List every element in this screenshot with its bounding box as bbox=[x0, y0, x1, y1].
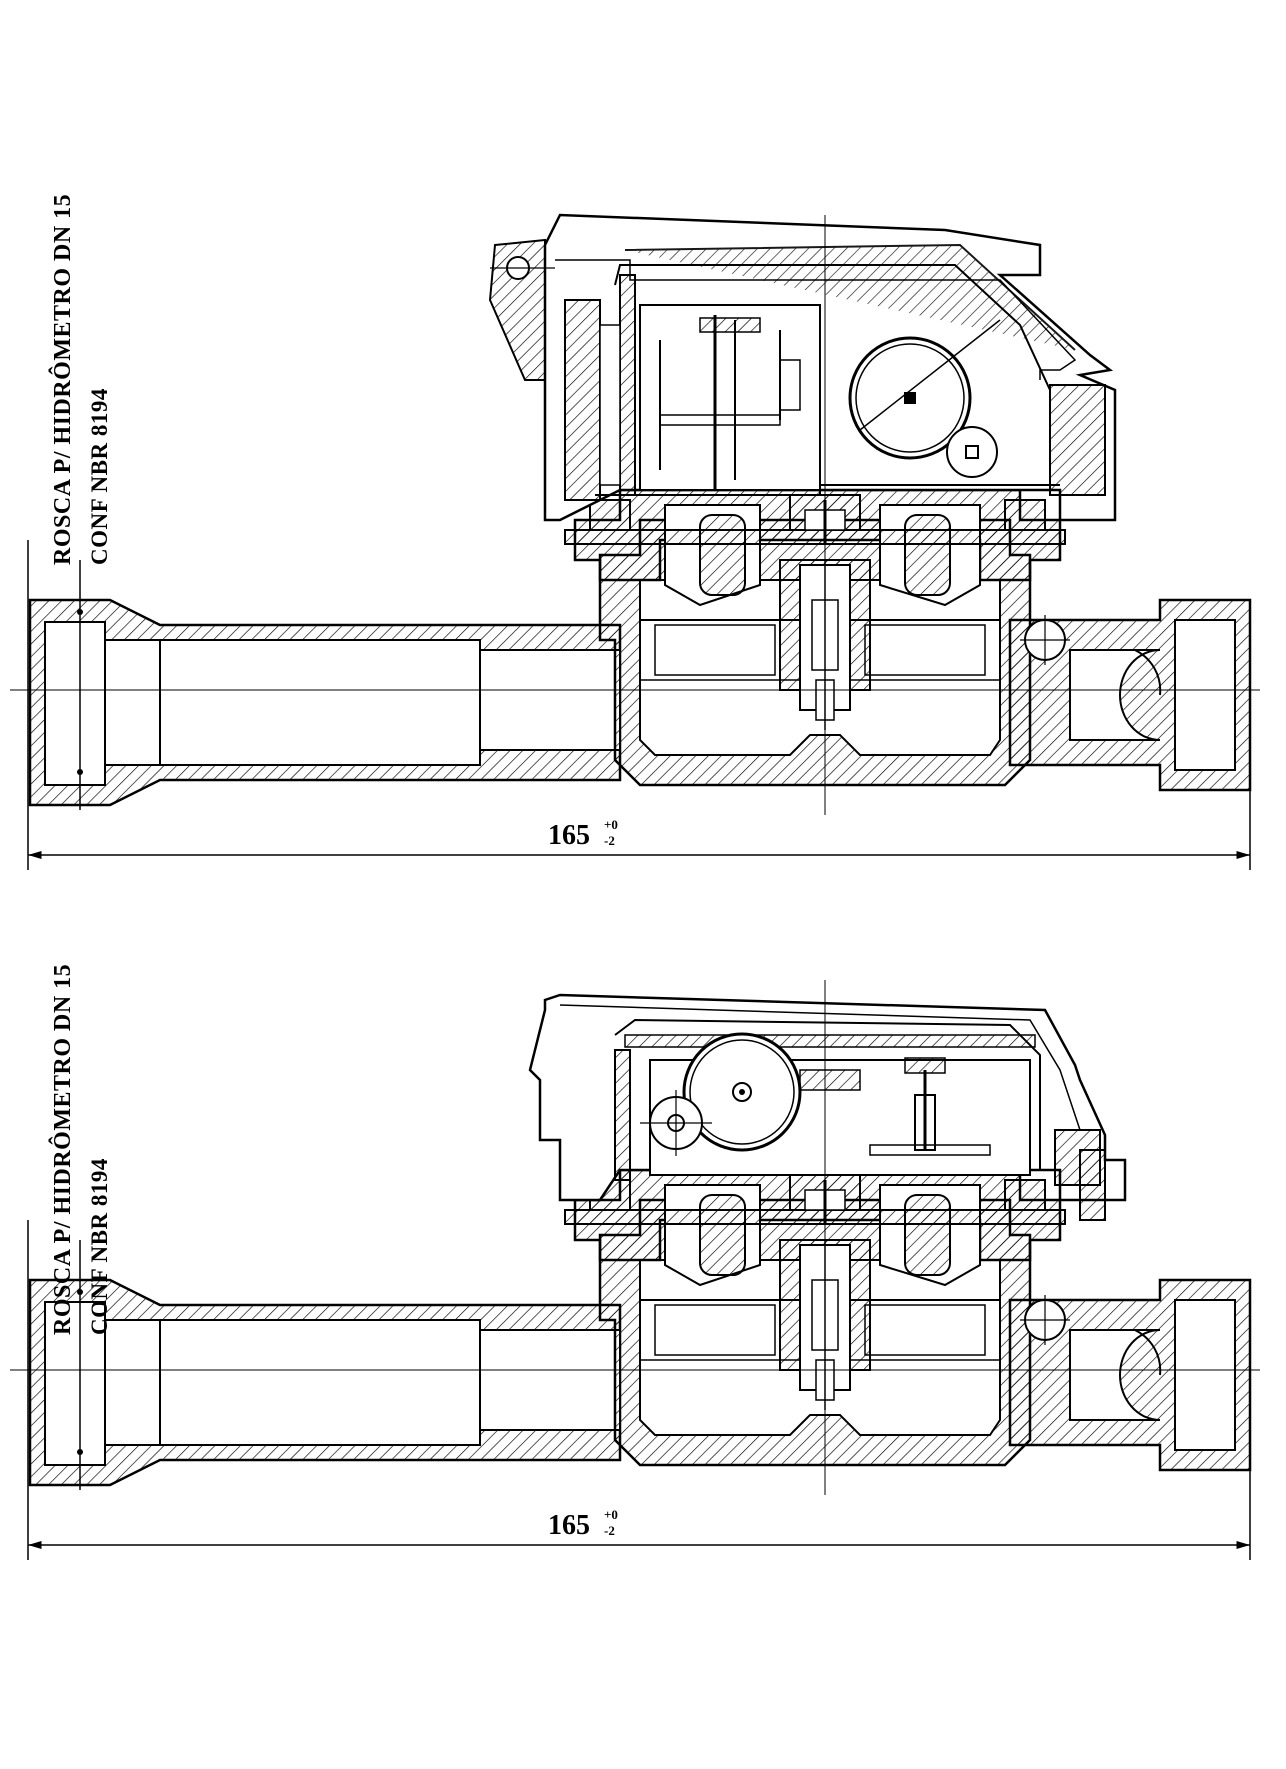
bottom-register bbox=[528, 993, 1127, 1225]
bottom-view bbox=[10, 980, 1260, 1560]
bottom-dimension-tol-upper: +0 bbox=[604, 1507, 618, 1522]
top-dimension-value: 165 bbox=[548, 820, 590, 851]
top-dimension-tol-lower: -2 bbox=[604, 833, 615, 848]
bottom-standard-label: CONF NBR 8194 bbox=[87, 1158, 112, 1335]
top-register bbox=[488, 213, 1117, 545]
bottom-dimension-tol-lower: -2 bbox=[604, 1523, 615, 1538]
bottom-thread-label: ROSCA P/ HIDRÔMETRO DN 15 bbox=[50, 963, 76, 1335]
bottom-dimension-value: 165 bbox=[548, 1510, 590, 1541]
top-view bbox=[10, 213, 1260, 870]
top-dimension-tol-upper: +0 bbox=[604, 817, 618, 832]
top-thread-label: ROSCA P/ HIDRÔMETRO DN 15 bbox=[50, 193, 76, 565]
top-standard-label: CONF NBR 8194 bbox=[87, 388, 112, 565]
